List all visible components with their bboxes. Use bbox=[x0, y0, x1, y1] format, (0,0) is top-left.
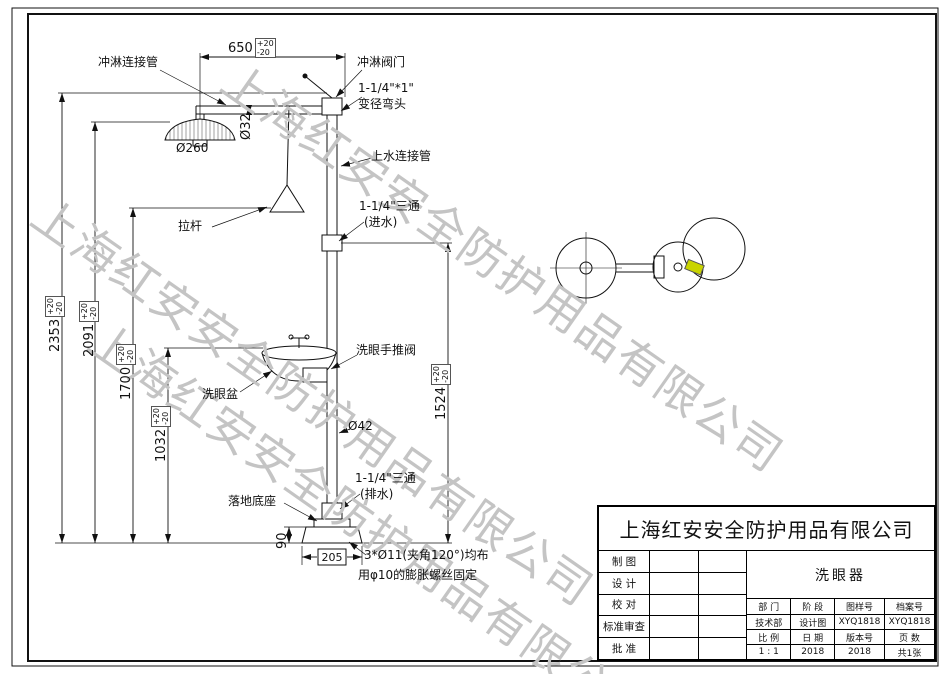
dim-1524: 1524 +20-20 bbox=[431, 364, 452, 420]
meta-header: 日 期 bbox=[790, 629, 834, 644]
callout-shower-valve: 冲淋阀门 bbox=[357, 55, 406, 69]
role-label: 制 图 bbox=[599, 551, 650, 572]
callout-reducer-name: 变径弯头 bbox=[358, 97, 407, 111]
signature-cell bbox=[650, 616, 699, 638]
info-value: XYQ1818 bbox=[883, 614, 934, 629]
date-cell bbox=[699, 551, 746, 572]
dim-1700: 1700 +20-20 bbox=[116, 344, 137, 400]
meta-header: 比 例 bbox=[747, 629, 791, 644]
dim-1700-tolerance: +20-20 bbox=[116, 344, 137, 365]
date-cell bbox=[699, 595, 746, 616]
info-value: 技术部 bbox=[747, 614, 791, 629]
approval-row: 标准审查 bbox=[599, 615, 746, 638]
approval-row: 校 对 bbox=[599, 593, 746, 616]
meta-value: 1 : 1 bbox=[747, 644, 791, 659]
dim-2353-tolerance: +20-20 bbox=[45, 296, 66, 317]
dim-1032-tolerance: +20-20 bbox=[151, 406, 172, 427]
meta-header: 页 数 bbox=[883, 629, 934, 644]
meta-header: 版本号 bbox=[833, 629, 884, 644]
dim-650-value: 650 bbox=[228, 40, 253, 56]
callout-drain-tee-note: (排水) bbox=[360, 487, 394, 501]
signature-cell bbox=[650, 572, 699, 594]
info-header: 阶 段 bbox=[790, 599, 833, 614]
dim-1032-value: 1032 bbox=[153, 428, 169, 462]
date-cell bbox=[699, 616, 746, 637]
dim-32-value: Ø32 bbox=[239, 113, 254, 140]
meta-value: 2018 bbox=[833, 644, 884, 659]
dim-90: 90 bbox=[275, 532, 290, 549]
callout-reducer-size: 1-1/4"*1" bbox=[358, 81, 414, 95]
signature-cell bbox=[650, 594, 699, 616]
dim-diameter-42: Ø42 bbox=[348, 419, 373, 433]
drawing-info-table: 部 门 阶 段 图样号 档案号 技术部 设计图 XYQ1818 XYQ1818 … bbox=[747, 599, 934, 659]
dim-1524-tolerance: +20-20 bbox=[431, 364, 452, 385]
callout-eyewash-bowl: 洗眼盆 bbox=[202, 387, 239, 401]
dim-2091-tolerance: +20-20 bbox=[79, 301, 100, 322]
role-label: 校 对 bbox=[599, 594, 650, 616]
callout-drain-tee: 1-1/4"三通 bbox=[355, 471, 416, 485]
title-block: 上海红安安全防护用品有限公司 制 图 设 计 校 对 bbox=[597, 505, 936, 661]
product-name: 洗眼器 bbox=[747, 551, 934, 599]
dim-650: 650 +20-20 bbox=[228, 38, 276, 59]
info-value: 设计图 bbox=[790, 614, 834, 629]
callout-inlet-tee: 1-1/4"三通 bbox=[359, 199, 420, 213]
role-label: 批 准 bbox=[599, 638, 650, 659]
callout-floor-base: 落地底座 bbox=[228, 494, 277, 508]
dim-205: 205 bbox=[321, 550, 343, 564]
role-label: 标准审查 bbox=[599, 616, 650, 638]
dim-1032: 1032 +20-20 bbox=[151, 406, 172, 462]
approval-row: 制 图 bbox=[599, 551, 746, 572]
info-header: 档案号 bbox=[883, 599, 934, 614]
dim-90-value: 90 bbox=[275, 532, 290, 549]
approval-table: 制 图 设 计 校 对 标准审查 bbox=[599, 551, 747, 659]
company-name: 上海红安安全防护用品有限公司 bbox=[599, 507, 934, 551]
callout-eyewash-valve: 洗眼手推阀 bbox=[356, 343, 417, 357]
date-cell bbox=[699, 638, 746, 659]
role-label: 设 计 bbox=[599, 572, 650, 594]
meta-value: 共1张 bbox=[883, 644, 934, 659]
dim-2353-value: 2353 bbox=[47, 318, 63, 352]
info-header: 部 门 bbox=[758, 603, 780, 613]
dim-1524-value: 1524 bbox=[433, 386, 449, 420]
plan-view bbox=[550, 217, 746, 304]
signature-cell bbox=[650, 551, 699, 572]
dim-2091: 2091 +20-20 bbox=[79, 301, 100, 357]
callout-anchor-note-2: 用φ10的膨胀螺丝固定 bbox=[358, 568, 478, 582]
approval-row: 批 准 bbox=[599, 637, 746, 659]
dim-diameter-32: Ø32 bbox=[239, 113, 254, 140]
info-header: 图样号 bbox=[833, 599, 884, 614]
dim-650-tolerance: +20-20 bbox=[254, 38, 276, 59]
callout-shower-pipe: 冲淋连接管 bbox=[98, 55, 159, 69]
callout-inlet-tee-note: (进水) bbox=[364, 215, 398, 229]
date-cell bbox=[699, 573, 746, 594]
signature-cell bbox=[650, 638, 699, 659]
dim-2353: 2353 +20-20 bbox=[45, 296, 66, 352]
meta-value: 2018 bbox=[790, 644, 834, 659]
dim-1700-value: 1700 bbox=[118, 366, 134, 400]
callout-anchor-note-1: 3*Ø11(夹角120°)均布 bbox=[364, 548, 489, 562]
info-value: XYQ1818 bbox=[833, 614, 884, 629]
approval-row: 设 计 bbox=[599, 571, 746, 594]
dim-2091-value: 2091 bbox=[81, 323, 97, 357]
callout-supply-pipe: 上水连接管 bbox=[371, 149, 432, 163]
dim-diameter-260: Ø260 bbox=[176, 141, 209, 155]
callout-pull-rod: 拉杆 bbox=[178, 219, 203, 233]
